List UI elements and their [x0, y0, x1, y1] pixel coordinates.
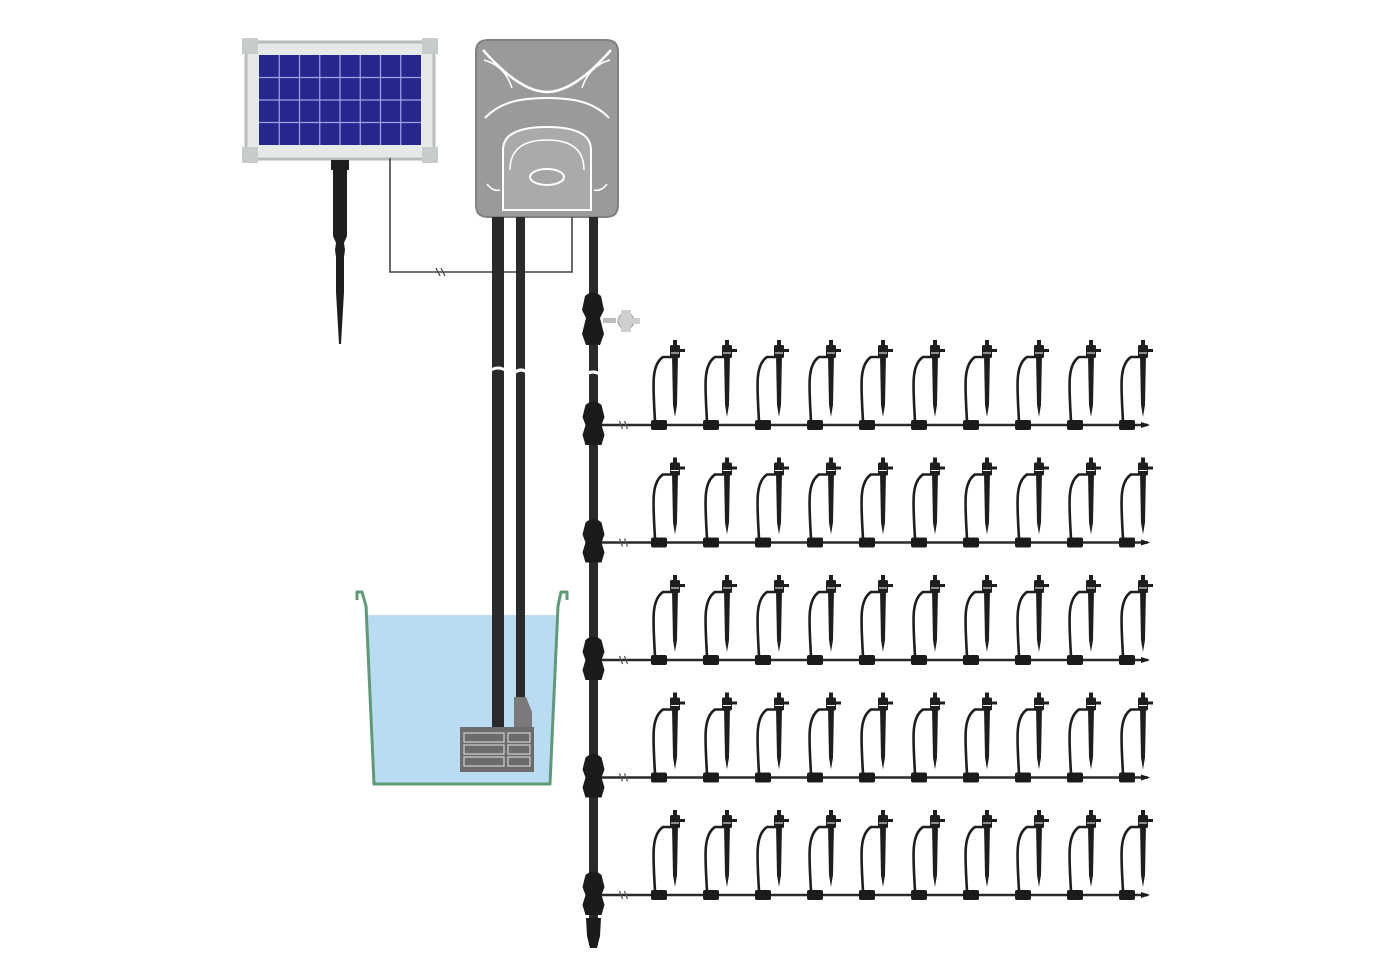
pump-grill-slot [507, 744, 531, 755]
drip-emitter-stake-icon [1015, 457, 1049, 548]
drip-emitter-stake-icon [1119, 340, 1153, 430]
drip-emitter-stake-icon [703, 575, 737, 665]
drip-emitter-stake-icon [1119, 692, 1153, 783]
solar-panel-icon [242, 38, 438, 163]
pump-grill-slot [463, 756, 505, 767]
tee-connector-icon [582, 636, 605, 680]
controller-box-icon [475, 39, 619, 218]
drip-line [582, 692, 1153, 798]
drip-emitter-stake-icon [755, 457, 789, 548]
panel-power-cable [389, 158, 573, 277]
drip-emitter-stake-icon [859, 692, 893, 783]
drip-emitter-stake-icon [1119, 810, 1153, 900]
drip-line [582, 340, 1153, 445]
line-break-symbol [618, 655, 629, 665]
bleed-valve-icon [582, 292, 640, 345]
line-break-symbol [618, 538, 629, 547]
drip-emitter-stake-icon [963, 810, 997, 900]
drip-emitter-stake-icon [807, 340, 841, 430]
drip-emitter-stake-icon [651, 575, 685, 665]
drip-emitter-stake-icon [859, 340, 893, 430]
tee-connector-icon [582, 519, 605, 563]
drip-emitter-stake-icon [1067, 692, 1101, 783]
lateral-end-cap [1141, 892, 1150, 898]
drip-emitter-stake-icon [963, 457, 997, 548]
line-break-symbol [618, 420, 629, 430]
drip-emitter-stake-icon [1067, 340, 1101, 430]
pump-grill-slot [507, 756, 531, 767]
drip-emitter-stake-icon [911, 810, 945, 900]
drip-emitter-stake-icon [1015, 575, 1049, 665]
pump-grill-slot [463, 732, 505, 743]
drip-emitter-stake-icon [755, 575, 789, 665]
drip-emitter-stake-icon [963, 692, 997, 783]
drip-emitter-stake-icon [911, 692, 945, 783]
drip-emitter-stake-icon [1015, 692, 1049, 783]
drip-emitter-stake-icon [1067, 575, 1101, 665]
drip-emitter-stake-icon [807, 692, 841, 783]
drip-emitter-stake-icon [911, 575, 945, 665]
pump-intake-grill [463, 732, 531, 767]
drip-emitter-stake-icon [911, 457, 945, 548]
pump-feed-hose [511, 217, 531, 697]
drip-line [582, 457, 1153, 563]
submersible-pump-icon [460, 697, 534, 772]
drip-emitter-stake-icon [1015, 810, 1049, 900]
drip-emitter-stake-icon [703, 340, 737, 430]
drip-emitter-stake-icon [807, 457, 841, 548]
main-water-line-icon [582, 217, 640, 948]
drip-emitter-stake-icon [911, 340, 945, 430]
tee-connector-icon [582, 401, 605, 445]
drip-line [582, 575, 1153, 680]
drip-emitter-stake-icon [755, 692, 789, 783]
drip-emitter-stake-icon [859, 810, 893, 900]
drip-emitter-stake-icon [703, 810, 737, 900]
drip-emitter-stake-icon [807, 810, 841, 900]
tee-connector-icon [582, 871, 605, 915]
tee-connector-icon [582, 754, 605, 798]
drip-lines-group [582, 340, 1153, 915]
drip-emitter-stake-icon [1067, 457, 1101, 548]
lateral-end-cap [1141, 657, 1150, 663]
main-line-end-cap [586, 918, 601, 948]
solar-cell-grid [259, 55, 421, 145]
drip-emitter-stake-icon [1067, 810, 1101, 900]
drip-emitter-stake-icon [963, 340, 997, 430]
drip-emitter-stake-icon [807, 575, 841, 665]
drip-emitter-stake-icon [1119, 457, 1153, 548]
pump-grill-slot [463, 744, 505, 755]
panel-ground-stake-icon [331, 160, 349, 344]
drip-emitter-stake-icon [859, 575, 893, 665]
pump-cable [487, 217, 509, 727]
pump-grill-slot [507, 732, 531, 743]
drip-emitter-stake-icon [651, 810, 685, 900]
drip-emitter-stake-icon [1015, 340, 1049, 430]
drip-emitter-stake-icon [755, 810, 789, 900]
lateral-end-cap [1141, 774, 1150, 781]
line-break-symbol [618, 773, 629, 782]
lateral-end-cap [1141, 539, 1150, 546]
drip-emitter-stake-icon [703, 692, 737, 783]
drip-emitter-stake-icon [651, 340, 685, 430]
drip-emitter-stake-icon [651, 692, 685, 783]
drip-line [582, 810, 1153, 915]
drip-emitter-stake-icon [651, 457, 685, 548]
drip-emitter-stake-icon [755, 340, 789, 430]
drip-emitter-stake-icon [963, 575, 997, 665]
drip-emitter-stake-icon [859, 457, 893, 548]
line-break-symbol [618, 890, 629, 900]
drip-emitter-stake-icon [1119, 575, 1153, 665]
drip-emitter-stake-icon [703, 457, 737, 548]
lateral-end-cap [1141, 422, 1150, 428]
